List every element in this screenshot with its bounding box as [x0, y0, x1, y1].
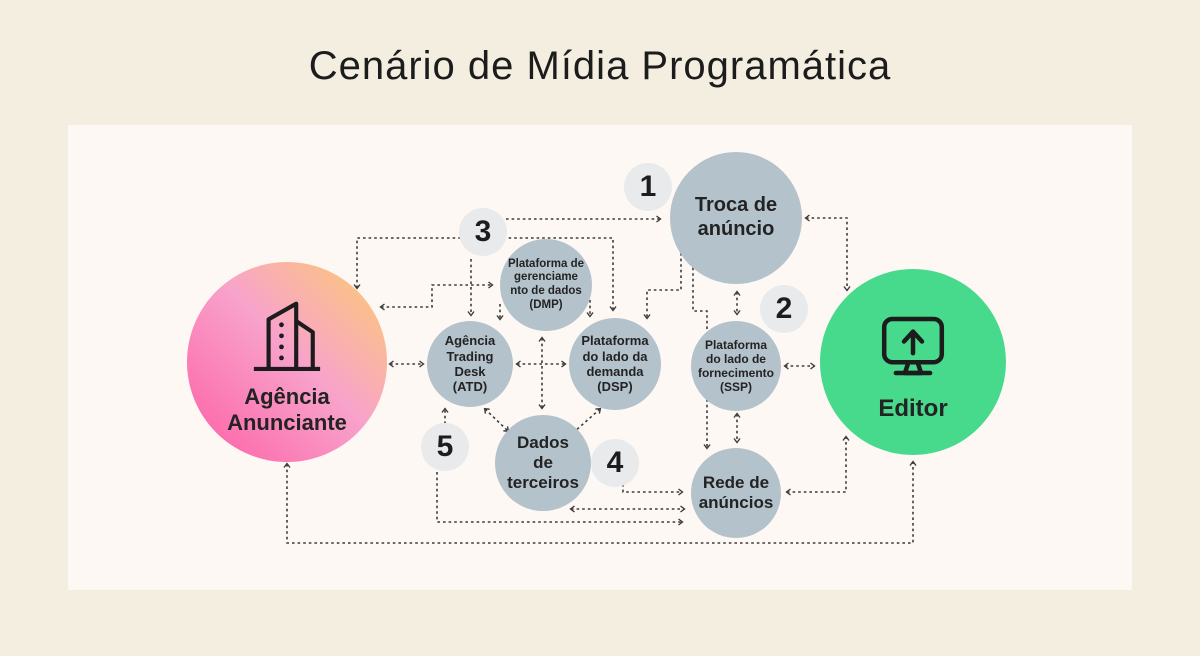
node-label: Dados de terceiros — [507, 432, 579, 493]
node-label: Agência Anunciante — [227, 384, 347, 435]
node-ssp: Plataforma do lado de fornecimento (SSP) — [691, 321, 781, 411]
step-badge-4: 4 — [591, 439, 639, 487]
node-label: Plataforma do lado da demanda (DSP) — [581, 333, 649, 395]
step-badge-3: 3 — [459, 208, 507, 256]
node-atd: Agência Trading Desk (ATD) — [427, 321, 513, 407]
node-label: Plataforma do lado de fornecimento (SSP) — [697, 337, 774, 395]
node-label: Agência Trading Desk (ATD) — [444, 333, 496, 395]
node-label: Editor — [878, 394, 948, 422]
node-label: Troca de anúncio — [694, 194, 778, 240]
node-editor: Editor — [820, 269, 1006, 455]
node-label: Plataforma de gerenciame nto de dados (D… — [507, 257, 585, 311]
step-badge-5: 5 — [421, 423, 469, 471]
monitor-upload-icon — [881, 316, 945, 376]
node-agencia-anunciante: Agência Anunciante — [187, 262, 387, 462]
step-badge-1: 1 — [624, 163, 672, 211]
node-troca-de-anuncio: Troca de anúncio — [670, 152, 802, 284]
node-dmp: Plataforma de gerenciame nto de dados (D… — [500, 239, 592, 331]
page-title: Cenário de Mídia Programática — [308, 44, 892, 88]
node-dados-de-terceiros: Dados de terceiros — [495, 415, 591, 511]
step-badge-2: 2 — [760, 285, 808, 333]
building-icon — [253, 301, 321, 372]
node-dsp: Plataforma do lado da demanda (DSP) — [569, 318, 661, 410]
node-label: Rede de anúncios — [698, 472, 774, 512]
node-rede-de-anuncios: Rede de anúncios — [691, 448, 781, 538]
